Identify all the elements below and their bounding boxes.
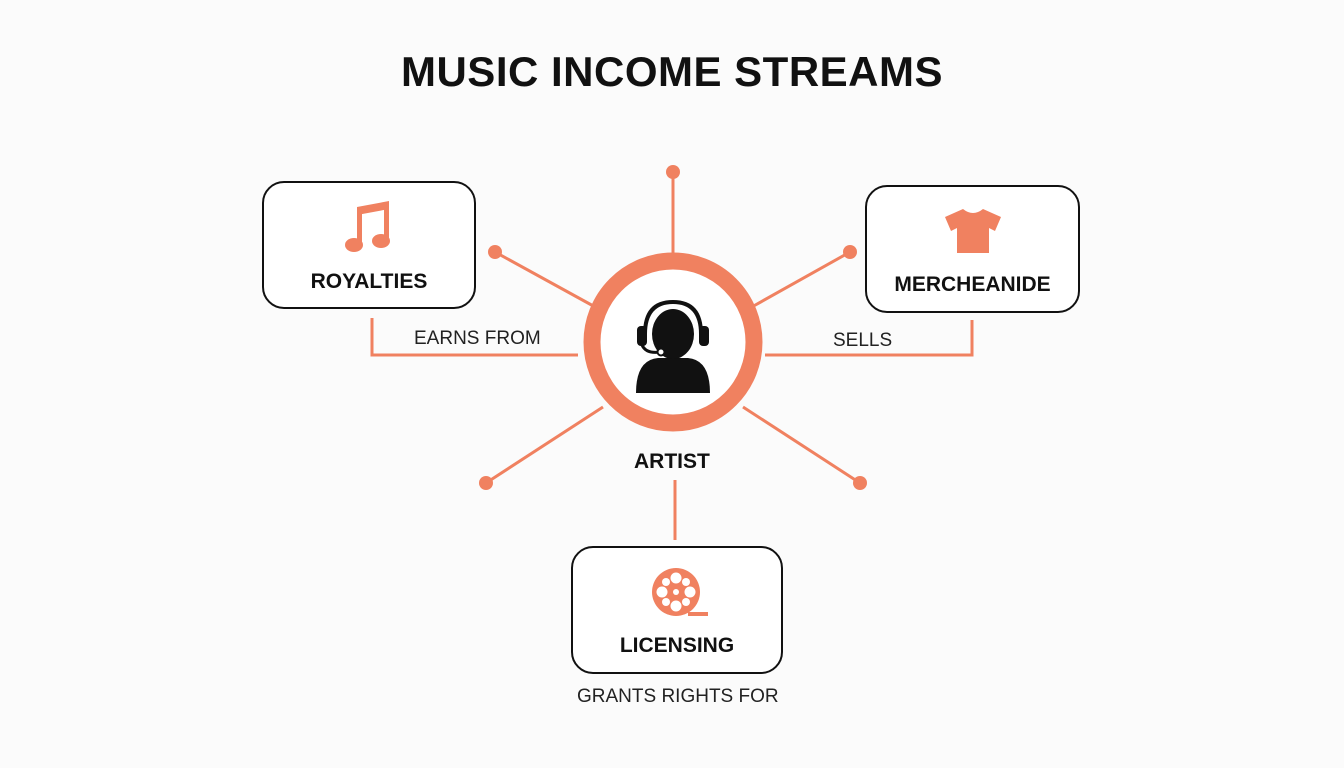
film-reel-icon bbox=[652, 568, 708, 616]
edge-label-sells: SELLS bbox=[833, 330, 893, 351]
spoke-dot-lower-right bbox=[853, 476, 867, 490]
connector-merchandise bbox=[765, 320, 974, 357]
spoke-dot-upper-right bbox=[843, 245, 857, 259]
headset-person-icon bbox=[636, 299, 710, 393]
spoke-lower-left bbox=[485, 405, 604, 485]
merchandise-label: MERCHEANIDE bbox=[894, 273, 1051, 296]
royalties-label: ROYALTIES bbox=[310, 270, 428, 293]
edge-label-earns-from: EARNS FROM bbox=[414, 328, 541, 349]
spoke-upper-left bbox=[494, 250, 598, 310]
edge-label-grants-rights-for: GRANTS RIGHTS FOR bbox=[577, 686, 779, 707]
tshirt-icon bbox=[945, 209, 1001, 253]
spoke-dot-lower-left bbox=[479, 476, 493, 490]
music-note-icon bbox=[345, 201, 390, 252]
artist-label: ARTIST bbox=[634, 450, 710, 473]
spoke-upper-right bbox=[749, 250, 851, 310]
spoke-dot-top bbox=[666, 165, 680, 179]
merchandise-box: MERCHEANIDE bbox=[865, 185, 1080, 313]
connector-royalties bbox=[370, 318, 578, 357]
diagram-title: MUSIC INCOME STREAMS bbox=[400, 48, 943, 95]
licensing-label: LICENSING bbox=[619, 634, 735, 657]
spoke-dot-upper-left bbox=[488, 245, 502, 259]
spoke-lower-right bbox=[742, 405, 861, 485]
royalties-box: ROYALTIES bbox=[262, 181, 476, 309]
licensing-box: LICENSING bbox=[571, 546, 783, 674]
